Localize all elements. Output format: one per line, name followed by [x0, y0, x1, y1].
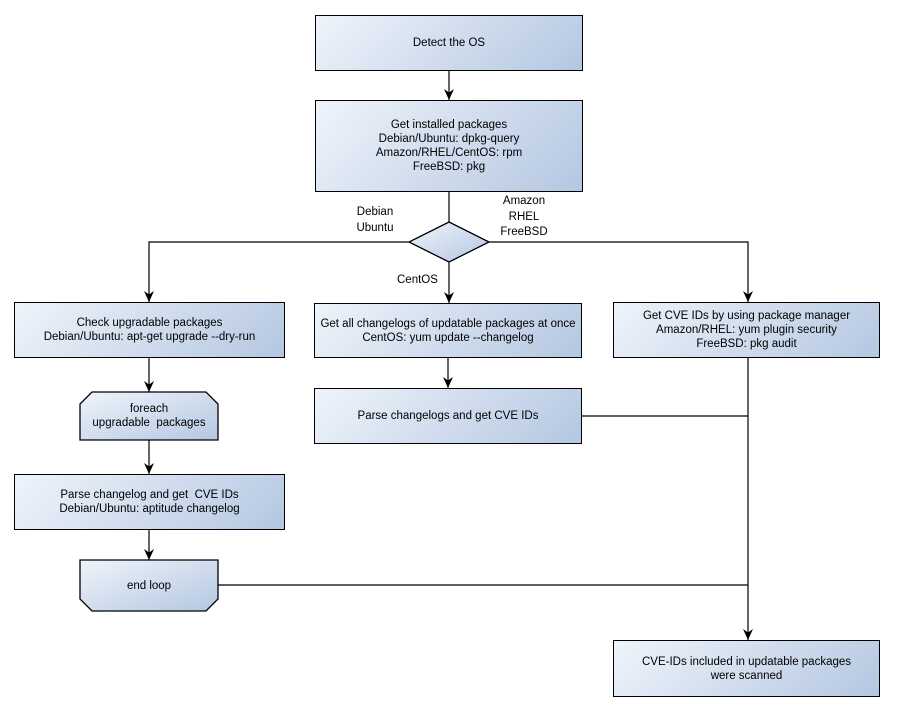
- node-text: Debian/Ubuntu: dpkg-query: [378, 133, 520, 145]
- arrowhead: [444, 292, 454, 303]
- node-detect-os: Detect the OS: [315, 15, 583, 71]
- arrowhead: [144, 291, 154, 302]
- node-text: FreeBSD: pkg: [412, 161, 486, 173]
- edge-decision-to-check-upgradable: [148, 241, 409, 302]
- node-text: Get installed packages: [390, 119, 508, 131]
- node-text: Debian/Ubuntu: aptitude changelog: [59, 503, 240, 515]
- arrowhead: [144, 463, 154, 474]
- node-text: end loop: [126, 579, 172, 592]
- node-text: Get all changelogs of updatable packages…: [320, 317, 576, 330]
- arrowhead: [743, 291, 753, 302]
- node-parse-changelog-debian: Parse changelog and get CVE IDs Debian/U…: [14, 474, 285, 530]
- edge-label-text: FreeBSD: [500, 226, 548, 238]
- node-foreach-shape: [79, 391, 219, 441]
- node-text: foreach: [129, 403, 169, 415]
- node-parse-changelogs-centos: Parse changelogs and get CVE IDs: [314, 388, 582, 444]
- node-foreach-label: foreach upgradable packages: [80, 392, 218, 440]
- node-text: Parse changelogs and get CVE IDs: [357, 410, 539, 422]
- edge-decision-to-get-cve: [489, 241, 749, 302]
- node-get-all-changelogs: Get all changelogs of updatable packages…: [314, 303, 582, 358]
- node-endloop-label: end loop: [80, 560, 218, 611]
- node-os-decision-diamond: [407, 221, 491, 263]
- node-endloop-shape: [79, 559, 219, 612]
- node-result: CVE-IDs included in updatable packages w…: [613, 640, 880, 697]
- node-text: Detect the OS: [412, 37, 486, 49]
- node-text: Amazon/RHEL/CentOS: rpm: [375, 147, 523, 159]
- node-check-upgradable-packages: Check upgradable packages Debian/Ubuntu:…: [14, 302, 285, 358]
- node-text: FreeBSD: pkg audit: [696, 338, 797, 350]
- edge-label-centos-branch: CentOS: [397, 273, 449, 289]
- edge-label-debian-branch: Debian Ubuntu: [345, 205, 405, 236]
- edge-label-text: Ubuntu: [356, 221, 394, 234]
- edge-label-text: RHEL: [508, 210, 540, 223]
- arrowhead: [144, 381, 154, 392]
- node-get-cve-by-package-manager: Get CVE IDs by using package manager Ama…: [613, 302, 880, 358]
- node-text: CVE-IDs included in updatable packages: [641, 655, 852, 668]
- node-text: CentOS: yum update --changelog: [362, 331, 534, 344]
- edge-label-text: CentOS: [397, 274, 438, 286]
- arrowhead: [144, 549, 154, 560]
- edge-label-text: Debian: [356, 206, 394, 218]
- node-text: Parse changelog and get CVE IDs: [60, 489, 239, 501]
- node-text: Get CVE IDs by using package manager: [642, 310, 851, 322]
- arrowhead: [443, 377, 453, 388]
- node-text: Amazon/RHEL: yum plugin security: [656, 324, 837, 336]
- arrowhead: [743, 629, 753, 640]
- edge-label-text: Amazon: [502, 195, 546, 207]
- node-text: were scanned: [710, 669, 783, 682]
- arrowhead: [444, 89, 454, 100]
- node-text: Debian/Ubuntu: apt-get upgrade --dry-run: [43, 331, 256, 343]
- node-get-installed-packages: Get installed packages Debian/Ubuntu: dp…: [315, 100, 583, 192]
- node-text: Check upgradable packages: [76, 317, 223, 329]
- node-text: upgradable packages: [92, 417, 206, 429]
- edge-label-amazon-branch: Amazon RHEL FreeBSD: [494, 194, 554, 241]
